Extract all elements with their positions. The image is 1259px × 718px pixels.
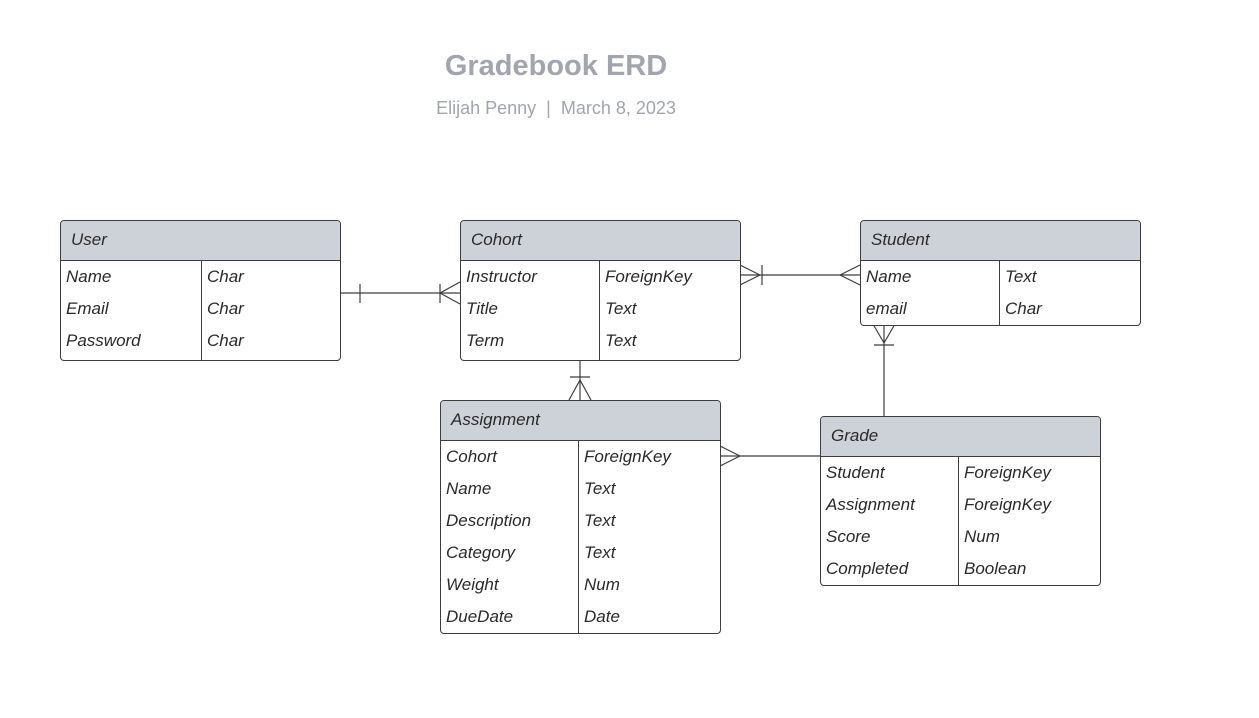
relationship-cohort-student: [739, 264, 861, 286]
relationship-user-cohort: [341, 281, 461, 305]
field-type: ForeignKey: [584, 447, 671, 466]
field-name: Cohort: [446, 447, 498, 466]
table-row: Cohort ForeignKey: [441, 441, 720, 473]
table-row: email Char: [861, 293, 1140, 325]
field-name: Name: [446, 479, 492, 498]
table-row: Score Num: [821, 521, 1100, 553]
relationship-cohort-assignment: [568, 356, 592, 401]
table-row: Assignment ForeignKey: [821, 489, 1100, 521]
table-row: Student ForeignKey: [821, 457, 1100, 489]
field-name: Email: [66, 299, 109, 318]
table-row: Password Char: [61, 325, 340, 357]
field-type: Text: [584, 511, 616, 530]
field-name: email: [866, 299, 907, 318]
field-type: Num: [964, 527, 1000, 546]
field-name: Password: [66, 331, 141, 350]
table-row: Name Char: [61, 261, 340, 293]
field-type: Text: [605, 331, 637, 350]
table-row: Name Text: [441, 473, 720, 505]
relationship-student-grade: [872, 323, 896, 416]
table-row: Instructor ForeignKey: [461, 261, 740, 293]
field-type: ForeignKey: [964, 463, 1051, 482]
table-row: Completed Boolean: [821, 553, 1100, 585]
field-type: ForeignKey: [964, 495, 1051, 514]
table-row: Category Text: [441, 537, 720, 569]
table-row: DueDate Date: [441, 601, 720, 633]
field-type: Char: [207, 331, 244, 350]
entity-student-header: Student: [861, 221, 1140, 261]
field-name: Assignment: [826, 495, 915, 514]
diagram-subtitle: Elijah Penny | March 8, 2023: [436, 98, 676, 118]
relationship-assignment-grade: [719, 445, 820, 467]
entity-student[interactable]: Student Name Text email Char: [860, 220, 1141, 326]
field-name: Weight: [446, 575, 499, 594]
field-name: Description: [446, 511, 532, 530]
field-type: Char: [207, 267, 244, 286]
field-type: Text: [1005, 267, 1037, 286]
entity-assignment-header: Assignment: [441, 401, 720, 441]
field-name: DueDate: [446, 607, 514, 626]
field-name: Student: [826, 463, 885, 482]
diagram-title: Gradebook ERD: [444, 50, 668, 82]
field-name: Title: [466, 299, 498, 318]
field-type: Char: [1005, 299, 1042, 318]
field-type: ForeignKey: [605, 267, 692, 286]
field-type: Text: [584, 479, 616, 498]
entity-user-header: User: [61, 221, 340, 261]
field-type: Text: [584, 543, 616, 562]
entity-grade-header: Grade: [821, 417, 1100, 457]
field-type: Num: [584, 575, 620, 594]
field-name: Name: [866, 267, 912, 286]
field-name: Completed: [826, 559, 909, 578]
field-name: Name: [66, 267, 112, 286]
field-name: Category: [446, 543, 515, 562]
field-type: Date: [584, 607, 620, 626]
field-type: Text: [605, 299, 637, 318]
table-row: Email Char: [61, 293, 340, 325]
table-row: Term Text: [461, 325, 740, 357]
field-name: Term: [466, 331, 505, 350]
field-type: Boolean: [964, 559, 1027, 578]
table-row: Weight Num: [441, 569, 720, 601]
field-name: Score: [826, 527, 871, 546]
table-row: Name Text: [861, 261, 1140, 293]
table-row: Title Text: [461, 293, 740, 325]
field-type: Char: [207, 299, 244, 318]
table-row: Description Text: [441, 505, 720, 537]
entity-cohort-header: Cohort: [461, 221, 740, 261]
field-name: Instructor: [466, 267, 537, 286]
